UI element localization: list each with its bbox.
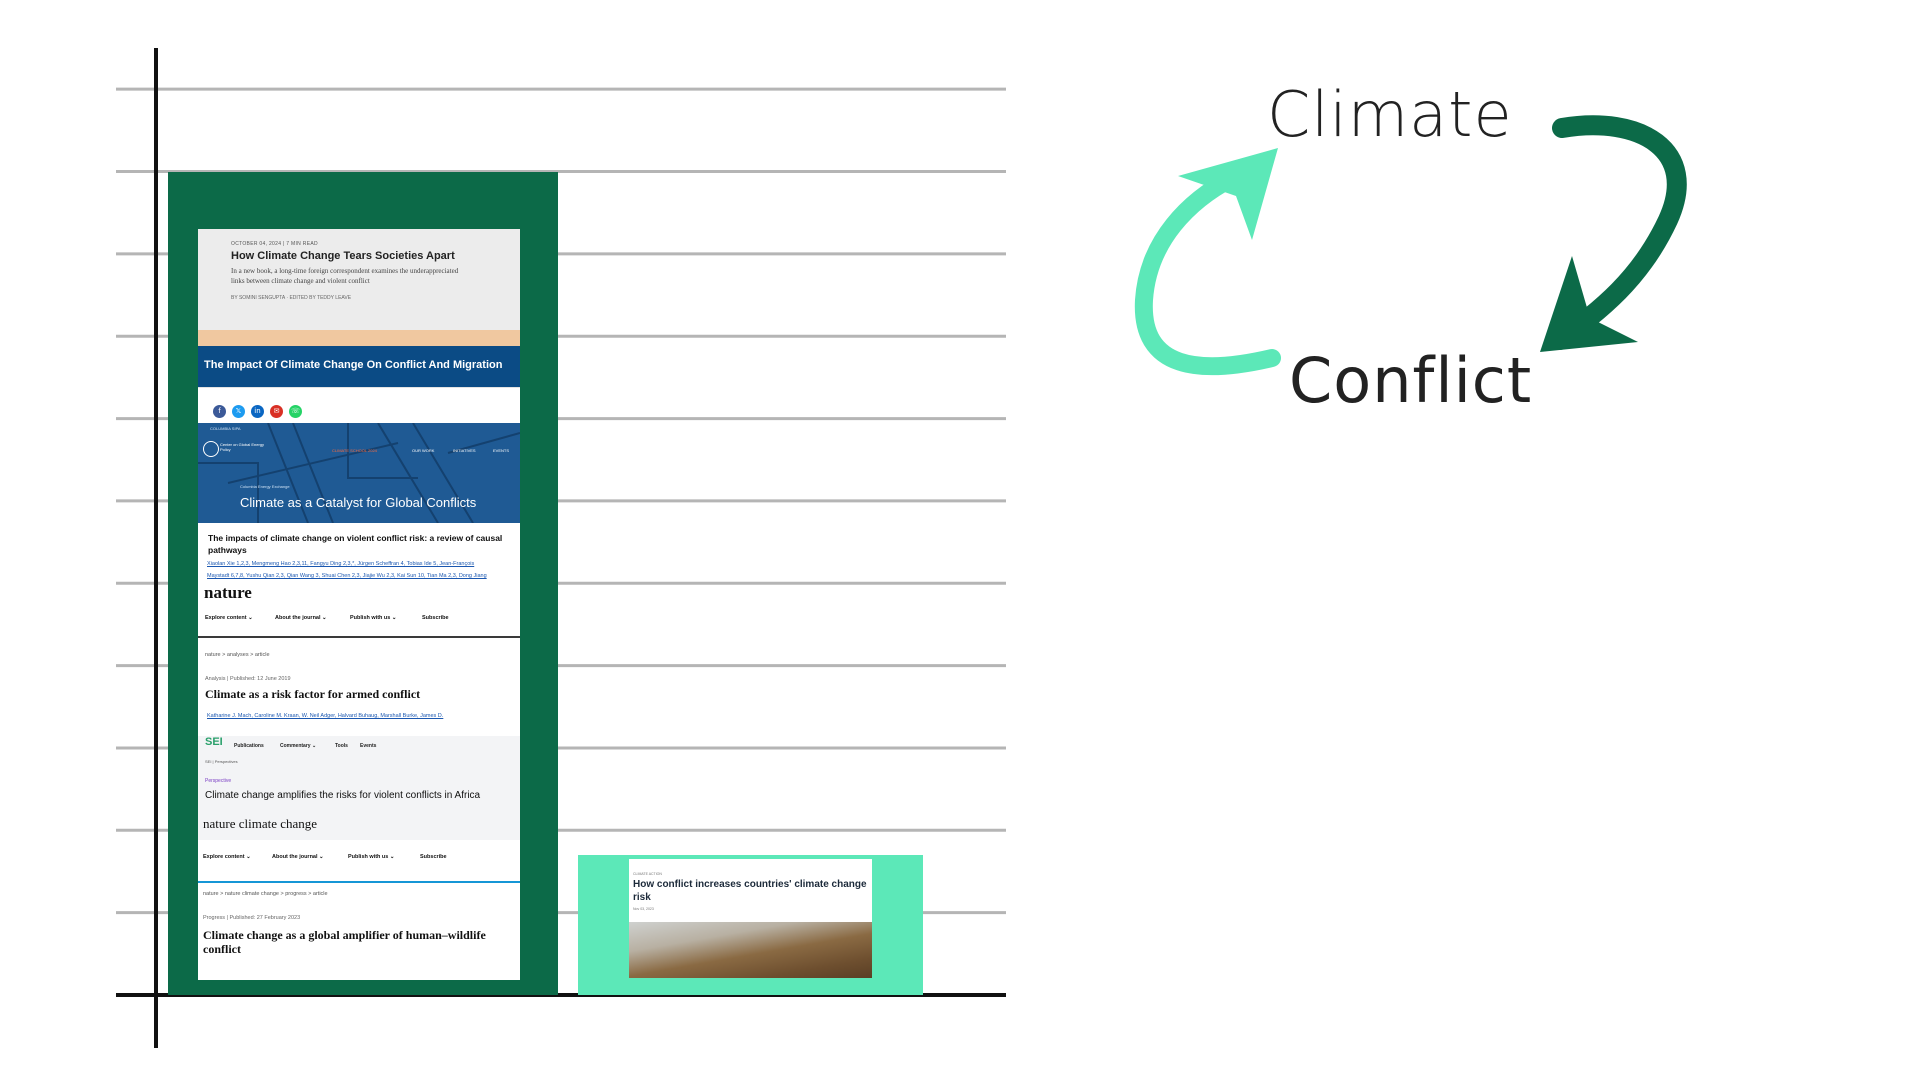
nav-item: Commentary ⌄ [280,743,317,749]
article-title: Climate change as a global amplifier of … [203,928,486,956]
article-kicker: Columbia Energy Exchange [240,484,290,489]
blueprint-pattern [198,423,520,523]
nav-item: CLIMATE SCHOOL 2024 [332,448,377,453]
article-title: Climate as a Catalyst for Global Conflic… [240,495,477,510]
org-label: COLUMBIA SIPA [210,426,241,431]
article-dek: In a new book, a long-time foreign corre… [231,267,459,285]
article-card-causal-pathways: The impacts of climate change on violent… [198,523,520,643]
article-meta: Progress | Published: 27 February 2023 [203,915,301,921]
article-title: How Climate Change Tears Societies Apart [231,250,455,262]
article-authors: Maystadt 6,7,8, Yushu Qian 2,3, Qian Wan… [207,573,487,579]
article-card-africa: SEI SEI | Perspectives Publications Comm… [198,736,520,840]
nav-item: Events [360,743,377,749]
journal-logo: nature climate change [203,816,318,831]
article-authors: Katharine J. Mach, Caroline M. Kraan, W.… [207,713,444,719]
facebook-icon: f [213,405,226,418]
breadcrumb: nature > analyses > article [205,652,270,658]
nav-item: Publish with us ⌄ [348,854,395,860]
article-card-human-wildlife: Explore content ⌄ About the journal ⌄ Pu… [198,840,520,980]
article-title: Climate change amplifies the risks for v… [205,790,481,801]
decorative-strip [198,330,520,346]
nav-item: Tools [335,743,348,749]
nav-item: Explore content ⌄ [203,854,251,860]
email-icon: ✉ [270,405,283,418]
article-byline: BY SOMINI SENGUPTA · EDITED BY TEDDY LEA… [231,295,352,301]
article-card-conflict-migration: The Impact Of Climate Change On Conflict… [198,346,520,387]
article-meta: Analysis | Published: 12 June 2019 [205,676,291,682]
sei-logo: SEI [205,736,223,748]
article-card-conflict-climate-risk: CLIMATE ACTION How conflict increases co… [629,859,872,978]
nav-item: EVENTS [493,448,510,453]
article-kicker: Perspective [205,778,232,784]
article-card-tears-societies: OCTOBER 04, 2024 | 7 MIN READ How Climat… [198,229,520,330]
nav-item: Subscribe [422,615,449,621]
article-date: OCTOBER 04, 2024 | 7 MIN READ [231,241,318,247]
article-date: Nov 03, 2023 [633,907,654,911]
landscape-photo [629,922,872,978]
divider [198,881,520,883]
divider [198,636,520,638]
nav-item: Publications [234,743,264,749]
logo-text: Center on Global Energy Policy [220,442,265,452]
share-bar: f 𝕏 in ✉ ☏ [198,387,520,424]
whatsapp-icon: ☏ [289,405,302,418]
nav-item: Subscribe [420,854,447,860]
article-kicker: CLIMATE ACTION [633,872,662,876]
nav-item: Publish with us ⌄ [350,615,397,621]
arrow-head-left-icon [1178,148,1278,240]
arrow-down-right-icon [1550,115,1687,350]
nav-item: About the journal ⌄ [272,854,324,860]
globe-icon [203,441,219,457]
nav-item: About the journal ⌄ [275,615,327,621]
nav-item: Explore content ⌄ [205,615,253,621]
article-collage: OCTOBER 04, 2024 | 7 MIN READ How Climat… [198,229,520,980]
article-card-catalyst: COLUMBIA SIPA Center on Global Energy Po… [198,423,520,523]
logo-subtitle: SEI | Perspectives [205,759,238,764]
arrow-up-left-icon [1134,169,1281,376]
nav-item: OUR WORK [412,448,435,453]
nav-item: INITIATIVES [453,448,476,453]
cycle-label-climate: Climate [1267,78,1513,151]
article-title: The impacts of climate change on violent… [208,533,503,555]
cycle-label-conflict: Conflict [1289,344,1533,417]
journal-logo: nature [204,583,252,602]
breadcrumb: nature > nature climate change > progres… [203,891,328,897]
article-authors: Xiaolan Xie 1,2,3, Mengmeng Hao 2,3,11, … [207,561,475,567]
x-icon: 𝕏 [232,405,245,418]
article-title: The Impact Of Climate Change On Conflict… [204,359,503,371]
article-title: How conflict increases countries' climat… [633,879,867,903]
arrow-head-right-icon [1540,256,1638,352]
article-card-risk-factor: nature > analyses > article Analysis | P… [198,643,520,736]
linkedin-icon: in [251,405,264,418]
article-title: Climate as a risk factor for armed confl… [205,687,421,701]
